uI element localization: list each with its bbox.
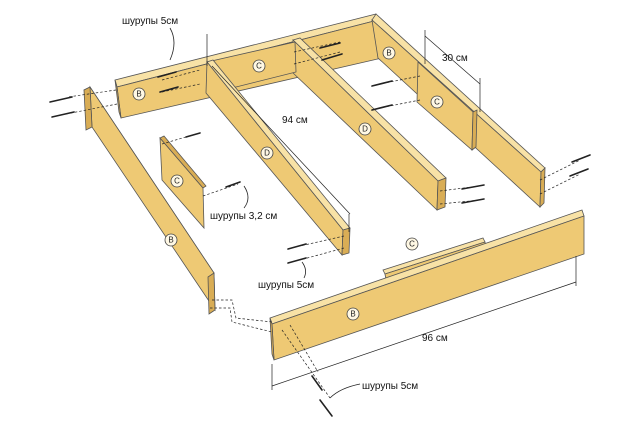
rail-d-left xyxy=(205,41,351,257)
dimension-lines xyxy=(206,30,577,390)
label-screws-mid: шурупы 3,2 см xyxy=(210,211,277,222)
label-dim-94: 94 см xyxy=(282,115,308,126)
screws xyxy=(49,42,591,417)
left-board xyxy=(83,85,216,315)
part-label-back: B xyxy=(136,90,141,99)
part-label-front: B xyxy=(350,310,355,319)
part-label-divider-right: C xyxy=(434,98,440,107)
part-label-rail-d-right: D xyxy=(362,125,368,134)
part-label-rail-cleat: C xyxy=(256,62,262,71)
part-label-front-cleat: C xyxy=(409,240,415,249)
alignment-lines xyxy=(65,41,581,399)
label-screws-top: шурупы 5см xyxy=(122,16,178,27)
label-screws-front: шурупы 5см xyxy=(258,280,314,291)
label-screws-bottom: шурупы 5см xyxy=(362,381,418,392)
part-label-divider-left: C xyxy=(174,177,180,186)
part-label-right: B xyxy=(386,49,391,58)
divider-right xyxy=(416,61,478,151)
part-label-left: B xyxy=(168,236,173,245)
label-dim-30: 30 см xyxy=(442,53,468,64)
part-labels: B C B C D D C B C B xyxy=(132,46,444,321)
leader-arrows xyxy=(169,27,361,399)
part-label-rail-d-left: D xyxy=(264,149,270,158)
label-dim-96: 96 см xyxy=(422,333,448,344)
